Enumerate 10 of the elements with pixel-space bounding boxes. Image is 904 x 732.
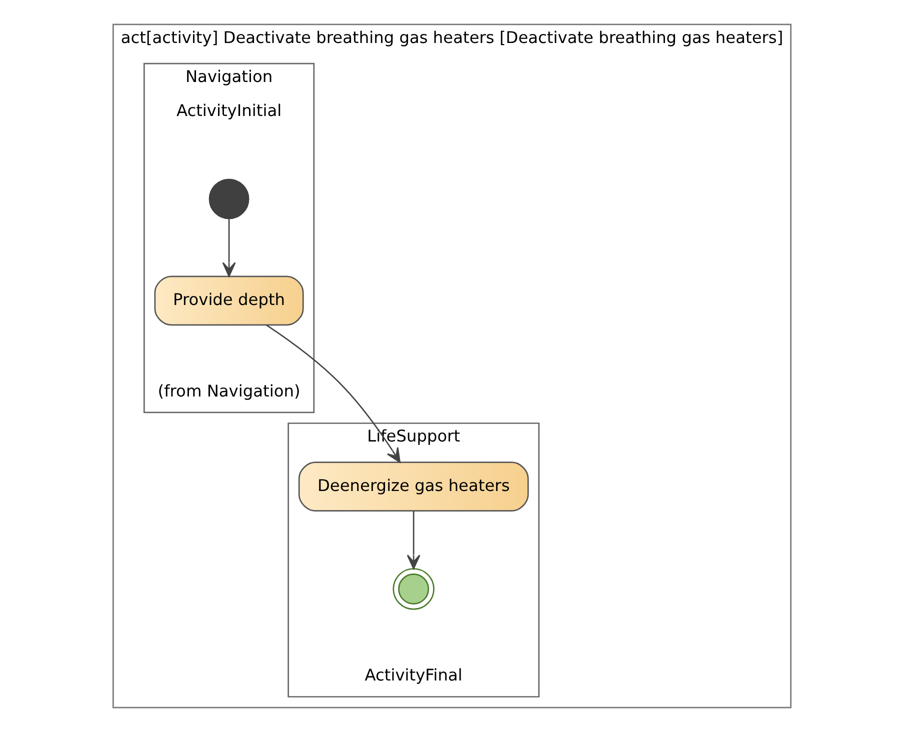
arrow bbox=[222, 218, 236, 277]
node-label: (from Navigation) bbox=[158, 381, 300, 400]
node-label: ActivityInitial bbox=[176, 101, 282, 120]
node-label: ActivityFinal bbox=[364, 666, 462, 685]
node-bullseye bbox=[392, 568, 434, 610]
node-box: Deenergize gas heaters bbox=[298, 462, 529, 512]
arrow bbox=[406, 511, 420, 570]
node-box: Provide depth bbox=[154, 276, 304, 326]
node-circle bbox=[208, 178, 250, 220]
arrow bbox=[266, 324, 400, 463]
